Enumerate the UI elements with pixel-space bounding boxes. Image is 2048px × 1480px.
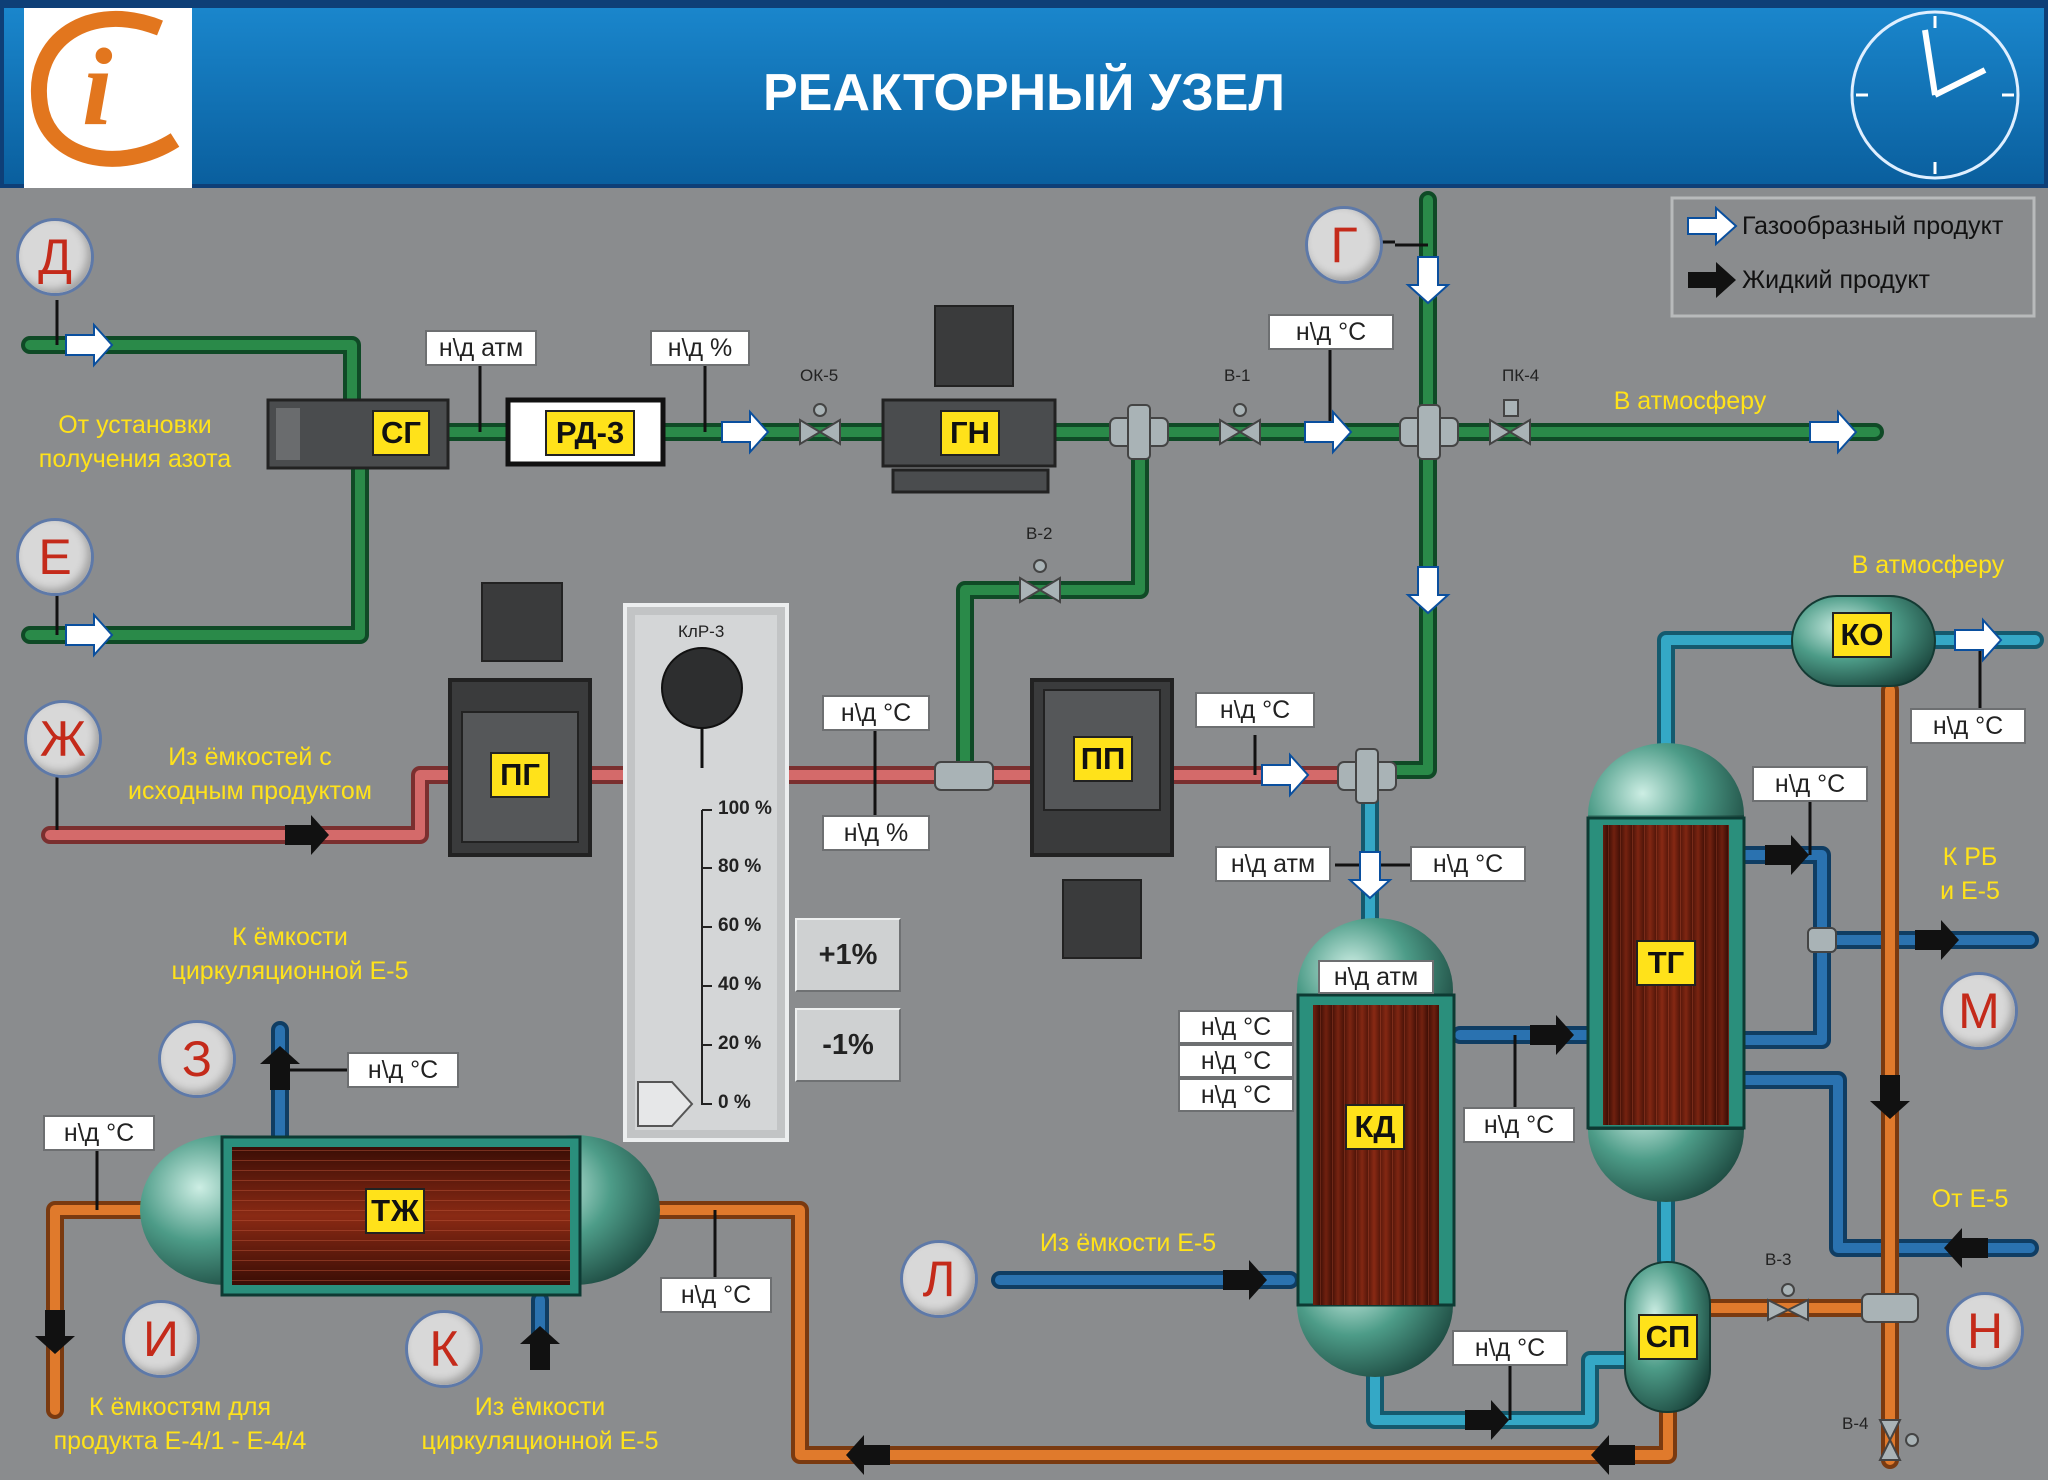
equipment-sp[interactable]: СП [1638, 1314, 1698, 1360]
connector-zh[interactable]: Ж [24, 700, 102, 778]
readout-t-tzh-right: н\д °С [660, 1277, 772, 1313]
valve-v3-label: В-3 [1765, 1250, 1792, 1269]
readout-t-feed: н\д °С [822, 695, 930, 731]
valve-pk4-label: ПК-4 [1502, 366, 1540, 385]
label-to-atmosphere-ko: В атмосферу [1851, 551, 2005, 579]
connector-n[interactable]: Н [1946, 1292, 2024, 1370]
legend-box [1670, 196, 2036, 318]
label-to-product-tanks: К ёмкостям для продукта Е-4/1 - Е-4/4 [53, 1393, 307, 1455]
equipment-pp[interactable]: ПП [1073, 736, 1133, 782]
readout-t-header: н\д °С [1268, 314, 1394, 350]
equipment-sg[interactable]: СГ [372, 410, 430, 456]
equipment-rd3[interactable]: РД-3 [545, 410, 635, 456]
logo-letter: i [82, 26, 113, 148]
readout-t-z: н\д °С [347, 1052, 459, 1088]
equipment-pg[interactable]: ПГ [490, 752, 550, 798]
readout-t-kd-2: н\д °С [1178, 1044, 1294, 1078]
valve-ok5-label: ОК-5 [800, 366, 839, 385]
valve-plus-button[interactable]: +1% [795, 918, 901, 992]
readout-t-kd-3: н\д °С [1178, 1078, 1294, 1112]
connector-l[interactable]: Л [900, 1240, 978, 1318]
connector-d[interactable]: Д [16, 218, 94, 296]
equipment-ko[interactable]: КО [1832, 612, 1892, 658]
readout-t-pp: н\д °С [1195, 692, 1315, 728]
equipment-tzh[interactable]: ТЖ [365, 1188, 425, 1234]
readout-p-pct-rd3: н\д % [650, 330, 750, 366]
scale-80: 80 % [718, 856, 762, 877]
connector-k[interactable]: К [405, 1310, 483, 1388]
connector-i[interactable]: И [122, 1300, 200, 1378]
valve-v1-label: В-1 [1224, 366, 1251, 385]
scale-0: 0 % [718, 1092, 751, 1113]
readout-t-tg: н\д °С [1752, 766, 1868, 802]
valve-minus-button[interactable]: -1% [795, 1008, 901, 1082]
readout-t-kd-in: н\д °С [1410, 846, 1526, 882]
connector-e[interactable]: Е [16, 518, 94, 596]
scale-100: 100 % [718, 798, 772, 819]
label-from-e5-tank: Из ёмкости Е-5 [1039, 1229, 1217, 1257]
equipment-tg[interactable]: ТГ [1636, 940, 1696, 986]
label-to-atmosphere-top: В атмосферу [1613, 387, 1767, 415]
readout-p-atm-sg: н\д атм [425, 330, 537, 366]
readout-t-kd-1: н\д °С [1178, 1010, 1294, 1044]
equipment-kd[interactable]: КД [1345, 1104, 1405, 1150]
valve-klr3-label: КлР-3 [678, 622, 725, 641]
readout-t-kd-out: н\д °С [1463, 1107, 1575, 1143]
label-to-circ-tank: К ёмкости циркуляционной Е-5 [171, 923, 409, 985]
logo-c [30, 11, 180, 167]
scale-40: 40 % [718, 974, 762, 995]
label-from-nitrogen: От установки получения азота [38, 411, 232, 473]
connector-m[interactable]: М [1940, 972, 2018, 1050]
page-title: РЕАКТОРНЫЙ УЗЕЛ [763, 64, 1285, 122]
gas-arrow-icon [1687, 205, 1738, 247]
label-to-rb-e5: К РБ и Е-5 [1940, 843, 2000, 905]
legend-liquid-label: Жидкий продукт [1742, 266, 1931, 294]
label-from-e5: От Е-5 [1931, 1185, 2009, 1213]
valve-v2-label: В-2 [1026, 524, 1053, 543]
readout-t-tzh-left: н\д °С [43, 1115, 155, 1151]
equipment-gn[interactable]: ГН [940, 410, 1000, 456]
readout-level-feed: н\д % [822, 815, 930, 851]
valve-position-marker[interactable] [637, 1081, 694, 1127]
connector-g[interactable]: Г [1305, 206, 1383, 284]
legend-gas-label: Газообразный продукт [1742, 212, 2004, 240]
connector-z[interactable]: З [158, 1020, 236, 1098]
liquid-arrow-icon [1688, 262, 1736, 298]
readout-p-kd-top: н\д атм [1318, 960, 1434, 994]
label-from-tanks: Из ёмкостей с исходным продуктом [128, 743, 372, 805]
readout-t-kd-bottom: н\д °С [1452, 1330, 1568, 1366]
readout-t-ko: н\д °С [1910, 708, 2026, 744]
scale-20: 20 % [718, 1033, 762, 1054]
valve-v4-label: В-4 [1842, 1414, 1869, 1433]
clock-icon [1850, 10, 2020, 180]
scale-60: 60 % [718, 915, 762, 936]
label-from-circ: Из ёмкости циркуляционной Е-5 [421, 1393, 659, 1455]
readout-p-kd-in: н\д атм [1215, 846, 1331, 882]
